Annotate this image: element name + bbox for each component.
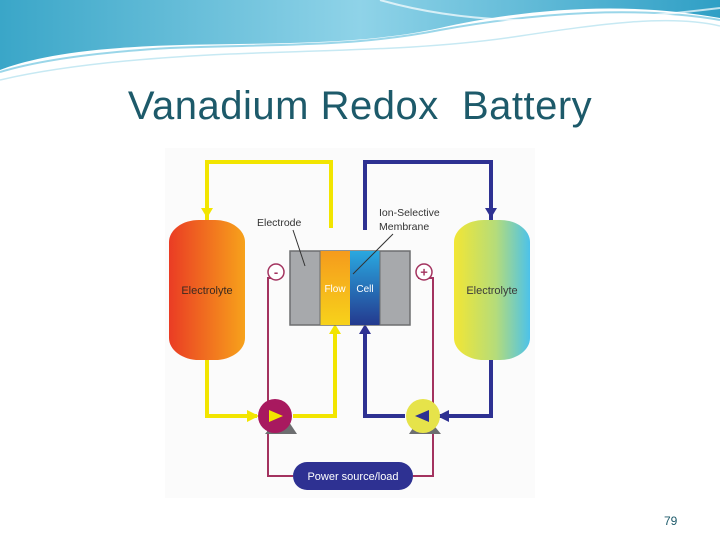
- cell-half-cell: [350, 251, 380, 325]
- cell-label: Cell: [356, 284, 373, 295]
- slide-title: Vanadium Redox Battery: [127, 84, 593, 128]
- positive-terminal-label: +: [420, 265, 428, 280]
- membrane-callout-line: [352, 233, 394, 275]
- power-source-load-pill: [293, 462, 413, 490]
- left-electrolyte-label: Electrolyte: [181, 285, 232, 297]
- arrow-into-right-pump: [437, 410, 449, 422]
- left-pump-icon: [258, 399, 297, 434]
- negative-terminal-label: -: [274, 265, 278, 280]
- power-source-load-label: Power source/load: [307, 471, 398, 483]
- membrane-callout-label-line2: Membrane: [379, 221, 429, 233]
- arrow-up-into-flow: [329, 324, 341, 334]
- electrode-callout-line: [292, 229, 306, 267]
- positive-terminal: [415, 263, 433, 281]
- flow-battery-diagram: Electrolyte Electrolyte Flow Cell - + El…: [165, 148, 535, 498]
- arrow-up-into-cell: [359, 324, 371, 334]
- negative-terminal: [267, 263, 285, 281]
- arrow-into-left-pump: [247, 410, 259, 422]
- header-wave-decoration: [0, 0, 720, 81]
- arrow-down-right-tank: [485, 208, 497, 218]
- right-pump-icon: [406, 399, 441, 434]
- membrane-callout-label-line1: Ion-Selective: [379, 207, 440, 219]
- slide-page-number: 79: [664, 514, 678, 528]
- flow-label: Flow: [324, 284, 346, 295]
- right-electrolyte-tank: [454, 220, 530, 360]
- arrow-down-left-tank: [201, 208, 213, 218]
- flow-half-cell: [320, 251, 350, 325]
- left-flow-loop: [205, 160, 337, 418]
- left-electrolyte-tank: [169, 220, 245, 360]
- right-flow-loop: [363, 160, 493, 418]
- electrode-callout-label: Electrode: [257, 217, 302, 229]
- right-electrolyte-label: Electrolyte: [466, 285, 517, 297]
